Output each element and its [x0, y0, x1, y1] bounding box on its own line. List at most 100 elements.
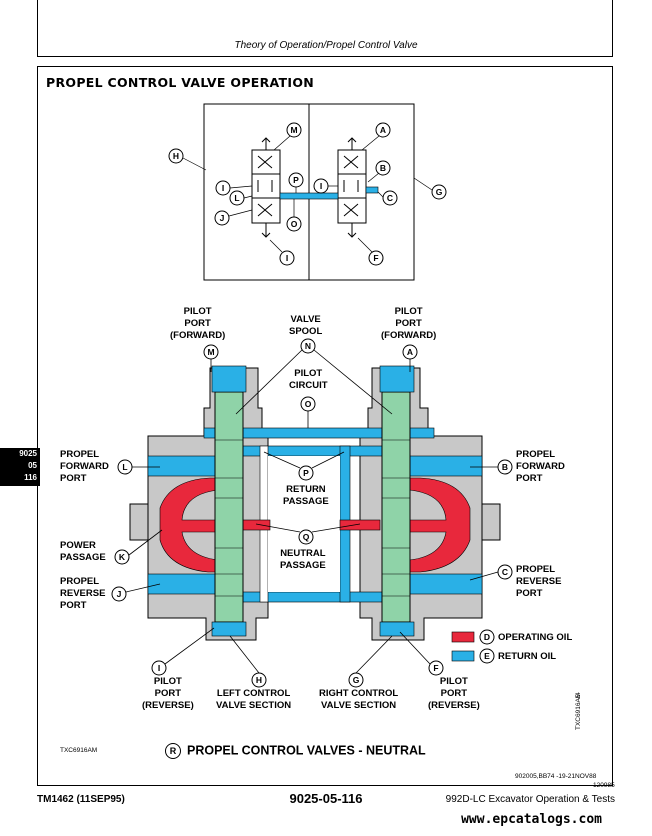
- schematic-diagram: H M I L J P O I A I B C G F: [168, 103, 447, 281]
- label-line: PILOT: [394, 306, 423, 317]
- label-propel-forward-port-right: PROPEL FORWARD PORT: [516, 449, 565, 485]
- callout-C: C: [502, 567, 508, 577]
- valve-cross-section: M N A O L B P Q K J C I H G F D E: [111, 338, 513, 688]
- callout-J: J: [117, 589, 122, 599]
- label-line: VALVE: [290, 314, 321, 325]
- label-line: PORT: [60, 600, 87, 611]
- label-line: PASSAGE: [283, 496, 329, 507]
- callout-O: O: [305, 399, 312, 409]
- header-rule-right: [612, 0, 613, 56]
- label-right-control-valve-section: RIGHT CONTROL VALVE SECTION: [319, 688, 398, 712]
- page-side-tab: 9025 05 116: [0, 448, 40, 486]
- label-line: VALVE SECTION: [321, 700, 397, 711]
- callout-E: E: [484, 651, 490, 661]
- label-line: PASSAGE: [60, 552, 106, 563]
- label-line: PROPEL: [516, 564, 556, 575]
- legend-return-oil: RETURN OIL: [498, 651, 557, 662]
- label-line: CIRCUIT: [289, 380, 328, 391]
- label-line: NEUTRAL: [280, 548, 326, 559]
- callout-I: I: [320, 181, 322, 191]
- label-line: REVERSE: [516, 576, 562, 587]
- label-line: RETURN: [286, 484, 326, 495]
- footer-manual-title: 992D-LC Excavator Operation & Tests: [445, 794, 615, 805]
- label-line: PILOT: [183, 306, 212, 317]
- callout-M: M: [207, 347, 214, 357]
- callout-I: I: [222, 183, 224, 193]
- callout-F: F: [373, 253, 378, 263]
- footer-page-number: 9025-05-116: [289, 791, 363, 806]
- callout-K: K: [119, 552, 126, 562]
- caption-letter-circle: R: [165, 743, 181, 759]
- side-tab-line3: 116: [24, 473, 37, 482]
- label-line: LEFT CONTROL: [216, 688, 291, 699]
- figure-frame: [37, 66, 613, 786]
- callout-A: A: [380, 125, 386, 135]
- label-line: PORT: [154, 688, 182, 699]
- label-line: PASSAGE: [280, 560, 326, 571]
- label-line: PROPEL: [60, 576, 100, 587]
- figure-doc-num: 120985: [593, 782, 615, 789]
- callout-C: C: [387, 193, 393, 203]
- label-line: PILOT: [294, 368, 323, 379]
- callout-P: P: [303, 468, 309, 478]
- callout-F: F: [433, 663, 438, 673]
- callout-I: I: [286, 253, 288, 263]
- label-line: PILOT: [153, 676, 182, 687]
- label-power-passage: POWER PASSAGE: [60, 540, 106, 564]
- callout-B: B: [380, 163, 386, 173]
- callout-I: I: [158, 663, 160, 673]
- watermark: www.epcatalogs.com: [461, 812, 602, 827]
- label-line: (FORWARD): [170, 330, 226, 341]
- doc-date: -19-21NOV88: [556, 773, 597, 780]
- label-pilot-port-reverse-left: PILOT PORT (REVERSE): [142, 676, 194, 712]
- label-line: (REVERSE): [428, 700, 480, 711]
- callout-L: L: [234, 193, 239, 203]
- label-line: POWER: [60, 540, 96, 551]
- callout-B: B: [502, 462, 508, 472]
- label-line: PORT: [440, 688, 468, 699]
- label-line: PORT: [516, 588, 543, 599]
- figure-caption: R PROPEL CONTROL VALVES - NEUTRAL: [165, 743, 426, 759]
- callout-D: D: [484, 632, 490, 642]
- label-line: PROPEL: [516, 449, 556, 460]
- label-pilot-circuit: PILOT CIRCUIT: [289, 368, 328, 392]
- footer-manual-id: TM1462 (11SEP95): [37, 794, 125, 805]
- label-line: REVERSE: [60, 588, 106, 599]
- figure-caption-text: PROPEL CONTROL VALVES - NEUTRAL: [187, 743, 426, 758]
- doc-ref: 902005,BB74: [515, 773, 555, 780]
- label-line: PORT: [60, 473, 87, 484]
- figure-id: TXC6916AM: [60, 747, 98, 754]
- callout-H: H: [256, 675, 262, 685]
- side-tab-line2: 05: [28, 461, 37, 470]
- legend-return-swatch: [451, 650, 475, 662]
- callout-J: J: [220, 213, 225, 223]
- right-spool-symbol: [337, 137, 367, 238]
- label-line: PORT: [516, 473, 543, 484]
- label-line: VALVE SECTION: [216, 700, 292, 711]
- label-pilot-port-forward-right: PILOT PORT (FORWARD): [381, 306, 436, 342]
- label-propel-reverse-port-left: PROPEL REVERSE PORT: [60, 576, 105, 612]
- callout-G: G: [353, 675, 360, 685]
- callout-G: G: [436, 187, 443, 197]
- header-rule-bottom: [37, 56, 613, 57]
- callout-N: N: [305, 341, 311, 351]
- callout-P: P: [293, 175, 299, 185]
- label-line: SPOOL: [289, 326, 323, 337]
- label-line: PORT: [184, 318, 211, 329]
- label-return-passage: RETURN PASSAGE: [283, 484, 329, 508]
- header-rule-left: [37, 0, 38, 56]
- callout-M: M: [290, 125, 297, 135]
- legend-operating-oil: OPERATING OIL: [498, 632, 573, 643]
- side-tab-line1: 9025: [19, 449, 37, 458]
- running-title: Theory of Operation/Propel Control Valve: [234, 40, 418, 51]
- callout-L: L: [122, 462, 127, 472]
- schematic-callout-letters: H M I L J P O I A I B C G F: [173, 125, 443, 263]
- figure-doc-ref: 902005,BB74 -19-21NOV88: [515, 773, 596, 780]
- label-line: PROPEL: [60, 449, 100, 460]
- label-line: PILOT: [439, 676, 468, 687]
- label-line: (FORWARD): [381, 330, 437, 341]
- figure-side-num: -5-: [575, 692, 582, 700]
- callout-A: A: [407, 347, 413, 357]
- label-line: RIGHT CONTROL: [319, 688, 399, 699]
- left-spool-symbol: [251, 137, 281, 238]
